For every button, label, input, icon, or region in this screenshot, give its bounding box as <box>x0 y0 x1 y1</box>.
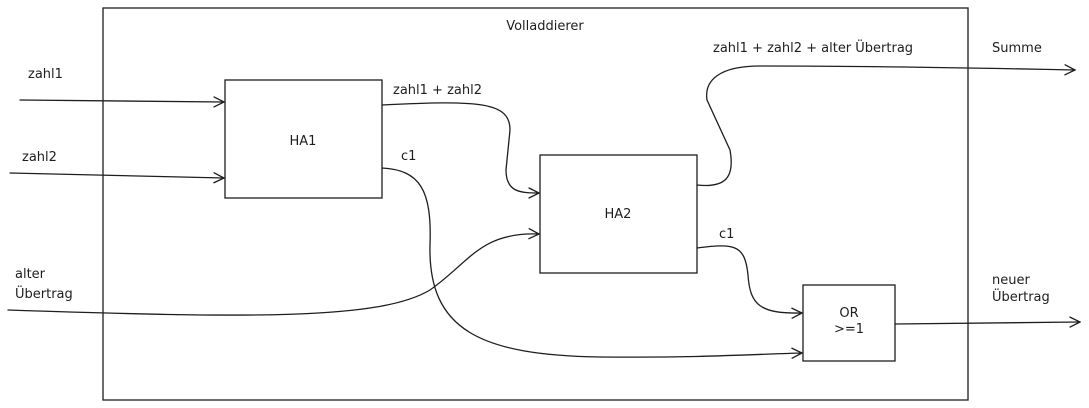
or-block: OR >=1 <box>802 284 896 362</box>
total-sum-label: zahl1 + zahl2 + alter Übertrag <box>713 39 913 56</box>
ha1-sum-wire <box>381 102 539 193</box>
ha1-carry-label: c1 <box>401 149 416 164</box>
neuer-uebertrag-wire <box>894 322 1080 324</box>
ha2-carry-label: c1 <box>719 227 734 242</box>
zahl2-label: zahl2 <box>22 150 57 165</box>
zahl2-wire <box>9 173 224 178</box>
ha1-block: HA1 <box>224 79 383 199</box>
zahl1-label: zahl1 <box>28 67 63 82</box>
neuer-label: neuer <box>992 273 1030 288</box>
ha1-carry-wire <box>381 167 802 357</box>
alter-label: alter <box>15 267 46 282</box>
ha2-sum-wire <box>696 66 1075 187</box>
ha1-box <box>224 79 383 199</box>
ha2-carry-wire <box>696 245 802 313</box>
zahl1-wire <box>19 100 224 102</box>
ha2-block: HA2 <box>539 154 698 274</box>
ha1-label: HA1 <box>290 134 317 149</box>
ha2-label: HA2 <box>605 207 632 222</box>
summe-label: Summe <box>992 41 1042 56</box>
or-label: OR <box>839 306 858 321</box>
or-box <box>802 284 896 362</box>
ha2-box <box>539 154 698 274</box>
frame-title: Volladdierer <box>506 19 584 34</box>
ha1-sum-label: zahl1 + zahl2 <box>393 83 482 98</box>
or-threshold-label: >=1 <box>834 322 864 337</box>
alter-uebertrag-wire <box>7 234 539 316</box>
uebertrag-label: Übertrag <box>15 285 73 302</box>
neuer-uebertrag-label: Übertrag <box>992 288 1050 305</box>
